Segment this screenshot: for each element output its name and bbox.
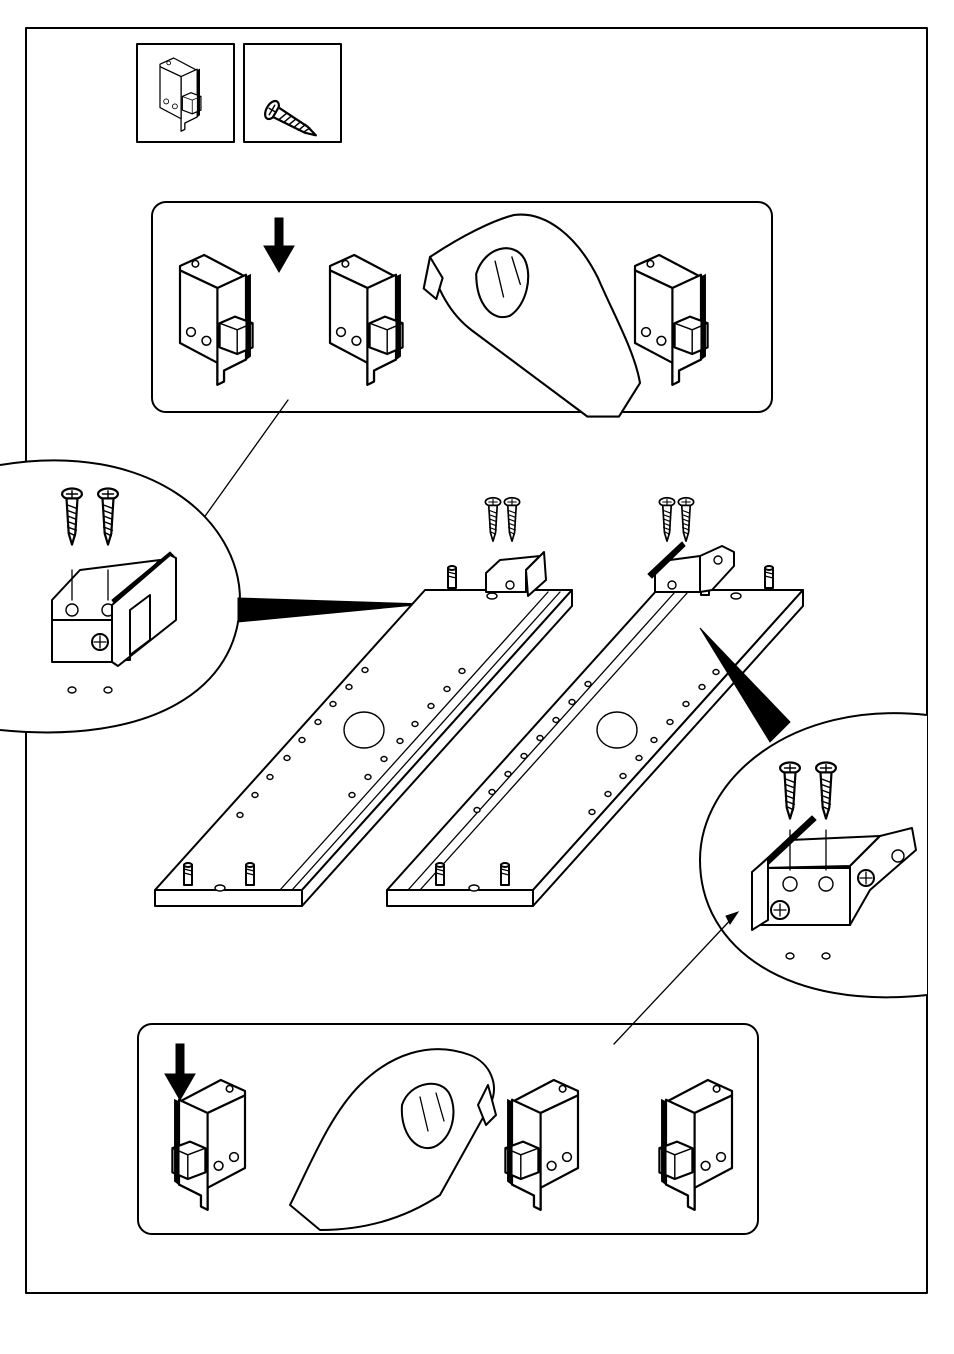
- latch-bracket-step-1: [178, 253, 254, 386]
- dowel-pin: [245, 862, 255, 886]
- parts-legend: [136, 43, 342, 145]
- latch-bracket-step-3: [633, 253, 709, 386]
- part-box-bracket: [136, 43, 235, 143]
- left-magnifier-detail: [0, 459, 427, 734]
- bracket-detail-right: [751, 815, 917, 960]
- hand-icon: [289, 1048, 497, 1231]
- bracket-detail-left: [51, 551, 177, 694]
- screw-icon: [503, 496, 521, 542]
- small-bracket: [485, 551, 547, 597]
- down-arrow-icon: [164, 1043, 196, 1102]
- top-step-panel: [151, 201, 773, 546]
- part-box-screw: [243, 43, 342, 143]
- dowel-pin: [435, 862, 445, 886]
- wood-screw-icon: [261, 97, 322, 145]
- dowel-pin: [764, 565, 774, 589]
- latch-bracket-step-1: [171, 1078, 247, 1211]
- hand-icon: [422, 213, 642, 418]
- slide-latch-bracket-icon: [159, 57, 202, 132]
- bottom-step-panel: [137, 911, 759, 1235]
- small-bracket: [647, 541, 735, 593]
- right-magnifier-detail: [699, 627, 928, 999]
- dowel-pin: [447, 565, 457, 589]
- screw-icon: [658, 496, 676, 542]
- left-board: [154, 496, 573, 907]
- down-arrow-icon: [263, 217, 295, 274]
- latch-bracket-step-3: [658, 1078, 734, 1211]
- latch-bracket-step-2: [328, 253, 404, 386]
- dowel-pin: [500, 862, 510, 886]
- screw-icon: [484, 496, 502, 542]
- screw-icon: [677, 496, 695, 542]
- latch-bracket-step-2: [504, 1078, 580, 1211]
- dowel-pin: [183, 862, 193, 886]
- right-board: [386, 496, 804, 907]
